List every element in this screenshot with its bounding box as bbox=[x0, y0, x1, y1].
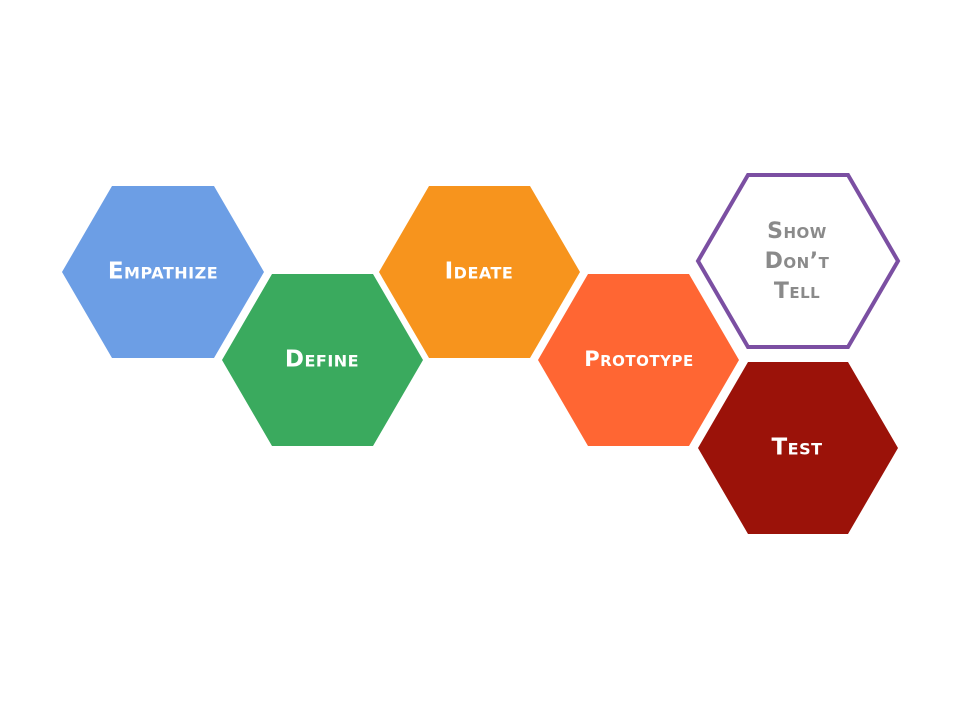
hexagon-test: Test bbox=[698, 362, 898, 534]
hexagon-prototype: Prototype bbox=[538, 274, 739, 446]
hexagon-ideate-label: Ideate bbox=[445, 259, 514, 285]
hexagon-test-label: Test bbox=[771, 435, 822, 461]
hexagon-show-dont-tell: Show Don’t Tell bbox=[695, 173, 901, 349]
hexagon-show-dont-tell-shape bbox=[695, 173, 901, 349]
hexagon-show-dont-tell-line-2: Don’t bbox=[765, 249, 830, 274]
hexagon-show-dont-tell-line-1: Show bbox=[767, 219, 827, 244]
hexagon-empathize: Empathize bbox=[62, 186, 264, 358]
hexagon-empathize-label: Empathize bbox=[108, 259, 218, 285]
hexagon-show-dont-tell-line-3: Tell bbox=[774, 279, 820, 304]
hexagon-prototype-shape bbox=[538, 274, 739, 446]
hexagon-define-label: Define bbox=[285, 347, 359, 373]
hexagon-empathize-shape bbox=[62, 186, 264, 358]
hexagon-ideate: Ideate bbox=[379, 186, 580, 358]
hexagon-prototype-label: Prototype bbox=[584, 347, 694, 371]
hexagon-ideate-shape bbox=[379, 186, 580, 358]
hexagon-define-shape bbox=[222, 274, 423, 446]
hexagon-define: Define bbox=[222, 274, 423, 446]
hexagon-test-shape bbox=[698, 362, 898, 534]
